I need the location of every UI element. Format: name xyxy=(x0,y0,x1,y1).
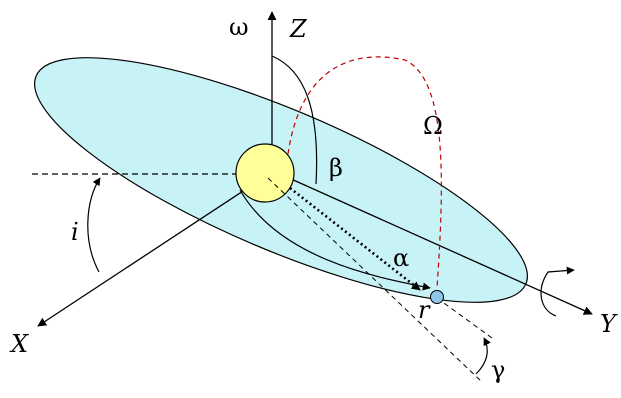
x-axis-line xyxy=(37,171,273,327)
alpha-label: α xyxy=(393,244,409,272)
gamma-reference-dashed xyxy=(267,177,483,383)
gamma-arc xyxy=(475,337,491,375)
x-axis-label: X xyxy=(9,330,29,358)
radius-vector-label: r xyxy=(418,296,431,324)
gamma-label: γ xyxy=(491,356,505,384)
satellite xyxy=(430,290,444,304)
omega-small-label: ω xyxy=(229,13,249,41)
satellite-extension-dashed xyxy=(436,297,493,339)
y-axis-line xyxy=(279,173,593,315)
inclination-arc xyxy=(87,177,101,273)
beta-label: β xyxy=(329,154,343,182)
inclination-label: i xyxy=(71,218,79,246)
omega-big-label: Ω xyxy=(423,112,443,140)
y-rotation-arc xyxy=(540,266,575,317)
beta-arc xyxy=(271,55,318,185)
central-body xyxy=(235,143,295,203)
orbit-arc-to-satellite xyxy=(239,189,431,291)
z-axis-label: Z xyxy=(289,15,308,43)
node-arc-red-dashed xyxy=(287,56,442,289)
y-axis-label: Y xyxy=(600,310,618,338)
